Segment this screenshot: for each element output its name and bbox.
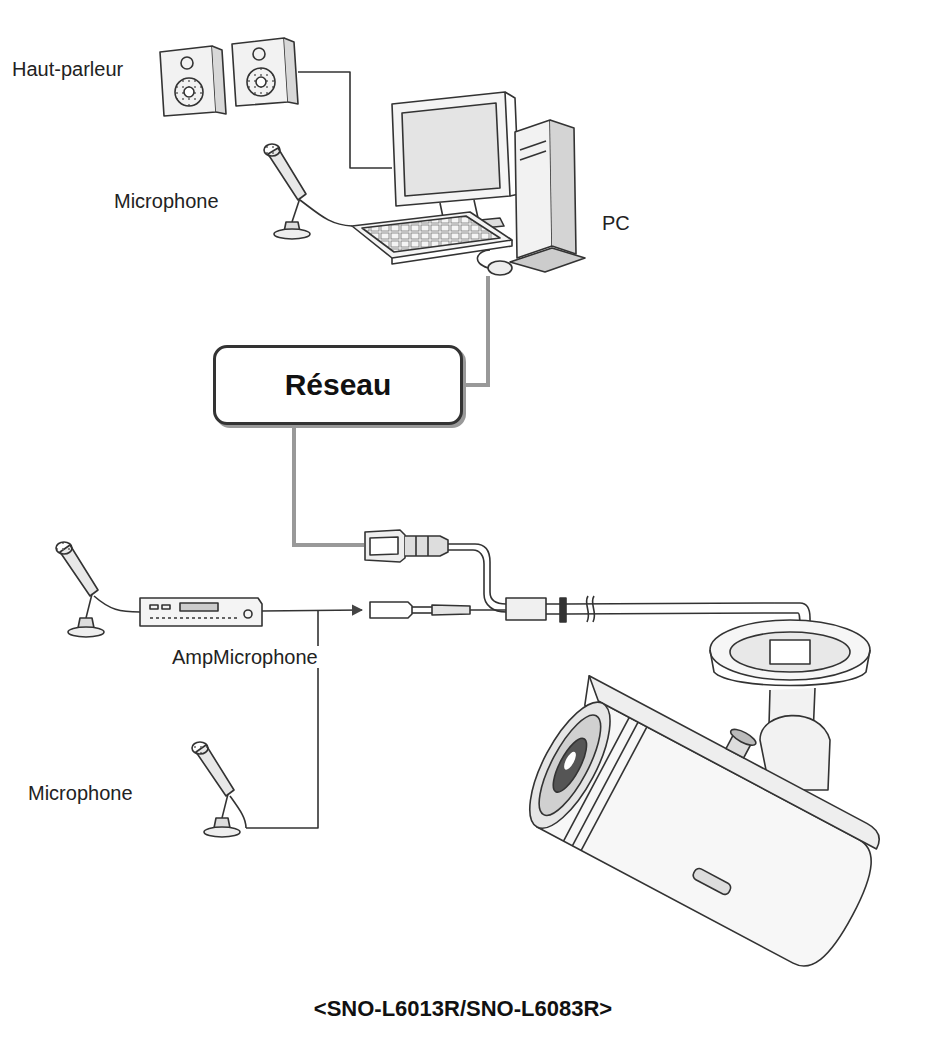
part-label: Haut-parleur bbox=[10, 58, 125, 80]
mouse-cable bbox=[477, 250, 490, 268]
speaker-pair bbox=[160, 38, 298, 116]
pc-tower bbox=[510, 120, 585, 272]
figure-caption: <SNO-L6013R/SNO-L6083R> bbox=[314, 996, 612, 1022]
part-label: PC bbox=[600, 212, 632, 234]
microphone-stand bbox=[56, 542, 140, 637]
network-box: Réseau bbox=[213, 345, 463, 425]
camera-cable bbox=[365, 530, 775, 622]
audio-line bbox=[262, 610, 362, 611]
pc-monitor bbox=[392, 92, 519, 234]
speaker-wire bbox=[298, 72, 392, 168]
network-cable bbox=[464, 276, 488, 385]
microphone-stand bbox=[264, 144, 352, 239]
network-cable bbox=[294, 426, 364, 545]
part-label: Microphone bbox=[26, 782, 135, 804]
node-title: Réseau bbox=[285, 368, 392, 402]
keyboard bbox=[352, 212, 512, 264]
bullet-camera bbox=[514, 655, 904, 977]
audio-line bbox=[246, 611, 318, 828]
audio-amplifier bbox=[140, 598, 262, 626]
device-label: AmpMicrophone bbox=[170, 646, 320, 668]
microphone-stand bbox=[192, 742, 246, 837]
part-label: Microphone bbox=[112, 190, 221, 212]
mouse bbox=[488, 261, 512, 275]
